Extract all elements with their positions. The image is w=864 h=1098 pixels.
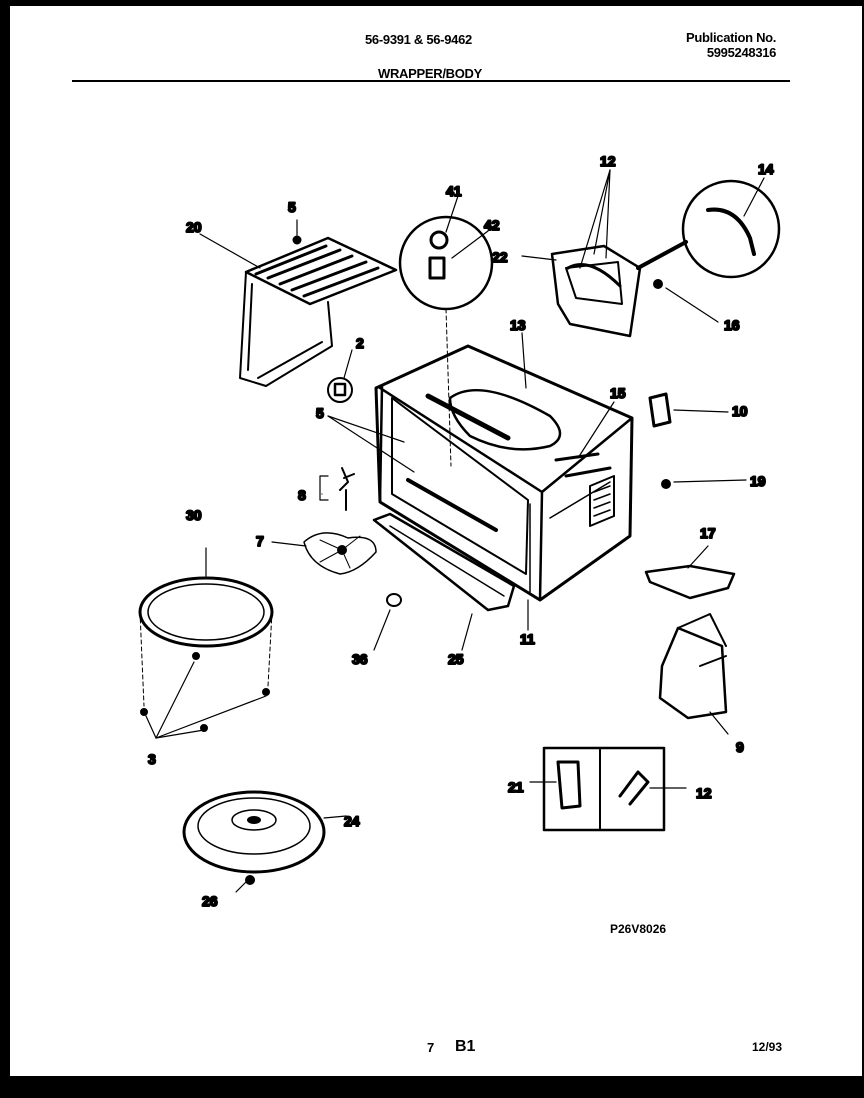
part-26	[245, 875, 255, 885]
figure-code: P26V8026	[610, 922, 667, 936]
callout-25: 25	[448, 651, 464, 667]
leader-lines	[145, 169, 765, 893]
callout-13: 13	[510, 317, 526, 333]
detail-circle-14	[636, 179, 781, 279]
part-16-screw	[653, 279, 663, 289]
part-5-screw-top	[292, 219, 302, 245]
scan-edge-mark	[0, 848, 3, 938]
part-17	[644, 564, 736, 600]
page-code: B1	[455, 1038, 476, 1055]
callout-17: 17	[700, 525, 716, 541]
part-9-duct	[658, 613, 728, 720]
callout-3: 3	[148, 751, 156, 767]
part-22-bracket	[550, 244, 642, 338]
inset-box-21-12	[542, 746, 666, 832]
parts-sheet: 56-9391 & 56-9462 Publication No. 599524…	[10, 6, 862, 1076]
publication-block: Publication No. 5995248316	[686, 30, 776, 60]
callout-12a: 12	[600, 153, 616, 169]
callout-19: 19	[750, 473, 766, 489]
callout-8: 8	[298, 487, 306, 503]
page-number: 7	[427, 1040, 435, 1055]
callout-labels: 20 5 41 42 12 14 22 16 13 2 15 10 5 19 8…	[147, 152, 775, 910]
callout-5a: 5	[288, 199, 296, 215]
callout-7: 7	[256, 533, 264, 549]
model-numbers: 56-9391 & 56-9462	[365, 32, 472, 47]
publication-number: 5995248316	[706, 45, 777, 60]
callout-14: 14	[758, 161, 774, 177]
callout-9: 9	[736, 739, 744, 755]
part-24-turntable	[182, 790, 326, 874]
callout-42: 42	[484, 217, 500, 233]
part-36-foot	[386, 593, 402, 607]
section-title: WRAPPER/BODY	[378, 66, 483, 81]
main-body-wrapper	[374, 344, 634, 602]
exploded-parts-diagram: 20 5 41 42 12 14 22 16 13 2 15 10 5 19 8…	[138, 152, 781, 910]
callout-11: 11	[520, 631, 535, 647]
part-8	[339, 467, 355, 511]
callout-36: 36	[352, 651, 368, 667]
callout-20: 20	[186, 219, 202, 235]
callout-15: 15	[610, 385, 626, 401]
part-30-roller-ring	[138, 547, 274, 732]
callout-24: 24	[344, 813, 360, 829]
part-7-fan	[303, 532, 377, 575]
detail-circle-41-42	[398, 215, 494, 467]
publication-label: Publication No.	[686, 30, 777, 45]
callout-5b: 5	[316, 405, 324, 421]
callout-2: 2	[356, 335, 364, 351]
callout-12b: 12	[696, 785, 712, 801]
callout-16: 16	[724, 317, 740, 333]
callout-10: 10	[732, 403, 748, 419]
callout-22: 22	[492, 249, 508, 265]
callout-41: 41	[446, 183, 462, 199]
callout-30: 30	[186, 507, 202, 523]
callout-21: 21	[508, 779, 524, 795]
part-10	[648, 392, 672, 428]
part-19-screw	[661, 479, 671, 489]
callout-26: 26	[202, 893, 218, 909]
header-rule	[72, 80, 790, 82]
part-20-top-cover	[239, 236, 398, 387]
part-2	[327, 377, 353, 403]
revision-date: 12/93	[752, 1040, 783, 1054]
part-25-base	[372, 512, 516, 612]
